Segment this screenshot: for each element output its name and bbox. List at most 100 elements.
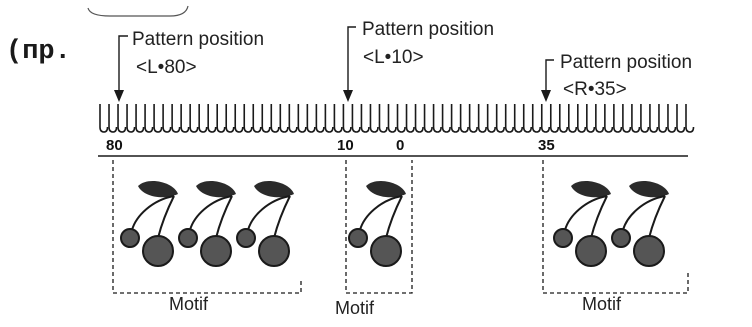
- pointer-title: Pattern position: [560, 52, 692, 73]
- cherry-icon: [611, 180, 669, 267]
- needle: [414, 104, 424, 133]
- cherry-icon: [236, 180, 294, 267]
- needle: [595, 104, 605, 133]
- big-cherry: [633, 235, 665, 267]
- needle: [387, 104, 397, 133]
- needle-bed: [99, 104, 695, 133]
- leaf-shape: [366, 180, 406, 198]
- needle: [162, 104, 172, 133]
- needle: [351, 104, 361, 133]
- small-cherry: [553, 228, 573, 248]
- needle: [306, 104, 316, 133]
- needle: [171, 104, 181, 133]
- needle: [189, 104, 199, 133]
- needle: [658, 104, 668, 133]
- needle: [631, 104, 641, 133]
- pointer-l10: Pattern position <L•10>: [343, 19, 494, 102]
- motif-box-2: Motif: [335, 160, 413, 318]
- cherry-icon: [120, 180, 178, 267]
- motif-box-outline: [345, 160, 413, 294]
- needle: [685, 104, 695, 133]
- leaf-shape: [196, 180, 236, 198]
- needle: [441, 104, 451, 133]
- needle: [288, 104, 298, 133]
- needle: [315, 104, 325, 133]
- pointer-arrow-head: [541, 90, 551, 102]
- stem-line: [564, 195, 608, 231]
- needle: [640, 104, 650, 133]
- needle: [378, 104, 388, 133]
- needle: [423, 104, 433, 133]
- needle: [216, 104, 226, 133]
- pointer-code: <L•80>: [136, 57, 197, 78]
- needle: [270, 104, 280, 133]
- small-cherry: [611, 228, 631, 248]
- leaf-shape: [629, 180, 669, 198]
- big-cherry: [258, 235, 290, 267]
- needle-label-10: 10: [337, 137, 354, 154]
- stem-line: [590, 195, 608, 239]
- needle: [207, 104, 217, 133]
- needle: [531, 104, 542, 133]
- small-cherry: [236, 228, 256, 248]
- needle: [667, 104, 677, 133]
- stem-line: [648, 195, 666, 239]
- small-cherry: [348, 228, 368, 248]
- needle: [99, 104, 109, 133]
- needle: [676, 104, 686, 133]
- pointer-title: Pattern position: [132, 29, 264, 50]
- needle: [577, 104, 587, 133]
- needle: [549, 104, 560, 133]
- stem-line: [247, 195, 291, 231]
- needle: [486, 104, 496, 133]
- needle: [180, 104, 190, 133]
- motif-label: Motif: [582, 294, 622, 314]
- needle: [369, 104, 379, 133]
- stem-line: [215, 195, 233, 239]
- needle: [450, 104, 460, 133]
- needle: [252, 104, 262, 133]
- needle: [261, 104, 271, 133]
- big-cherry: [370, 235, 402, 267]
- needle: [342, 104, 352, 133]
- needle: [649, 104, 659, 133]
- needle: [333, 104, 343, 133]
- needle: [495, 104, 505, 133]
- needle: [126, 104, 136, 133]
- needle: [153, 104, 163, 133]
- small-cherry: [120, 228, 140, 248]
- needle: [459, 104, 469, 133]
- example-prefix: (пр.: [6, 37, 71, 67]
- needle: [513, 104, 524, 133]
- needle: [225, 104, 235, 133]
- pointer-code: <L•10>: [363, 47, 424, 68]
- needle: [297, 104, 307, 133]
- motif-cherries: [120, 180, 294, 267]
- leaf-shape: [138, 180, 178, 198]
- pointer-r35: Pattern position <R•35>: [541, 52, 692, 102]
- needle: [396, 104, 406, 133]
- motif-cherries: [553, 180, 669, 267]
- stem-line: [273, 195, 291, 239]
- motif-box-outline: [112, 160, 302, 294]
- needle: [243, 104, 253, 133]
- needle-label-0: 0: [396, 137, 404, 154]
- pointer-arrow-head: [343, 90, 353, 102]
- needle: [477, 104, 487, 133]
- leaf-shape: [254, 180, 294, 198]
- needle: [622, 104, 632, 133]
- pointer-code: <R•35>: [563, 79, 627, 100]
- needle: [117, 104, 127, 133]
- motif-box-1: Motif: [112, 160, 302, 314]
- big-cherry: [200, 235, 232, 267]
- pointer-arrow-shaft: [545, 59, 554, 98]
- pointer-arrow-head: [114, 90, 124, 102]
- needle: [432, 104, 442, 133]
- small-cherry: [178, 228, 198, 248]
- top-edge-bracket: [87, 5, 189, 17]
- needle: [279, 104, 289, 133]
- needle: [468, 104, 478, 133]
- stem-line: [189, 195, 233, 231]
